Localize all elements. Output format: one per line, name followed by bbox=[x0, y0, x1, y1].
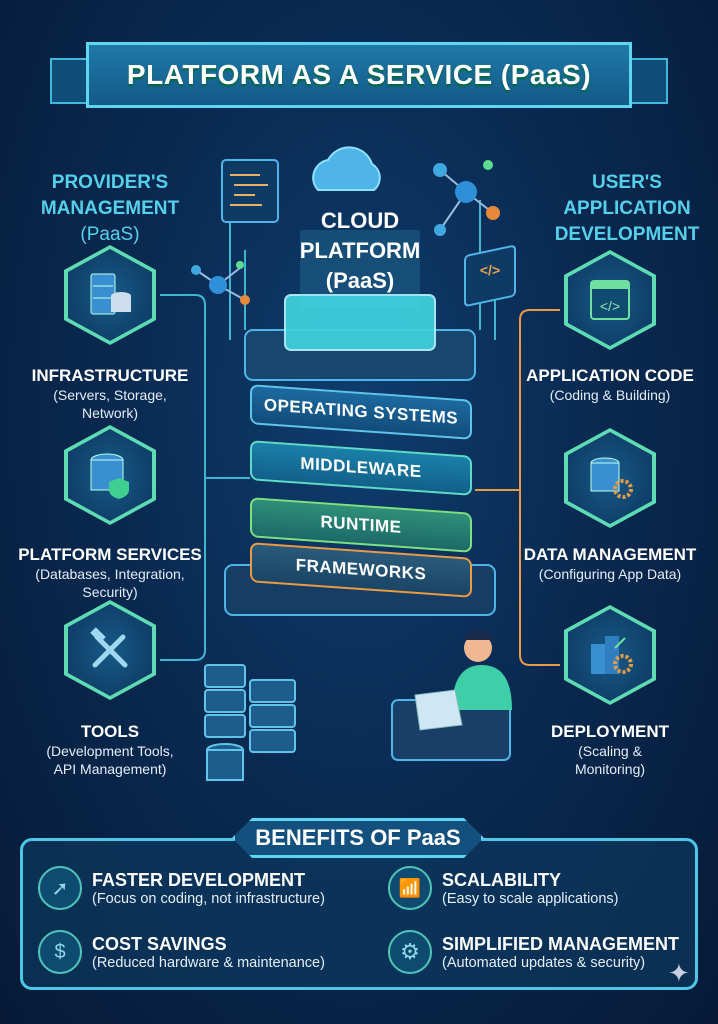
tools-item: TOOLS (Development Tools, API Management… bbox=[0, 722, 220, 778]
sparkle-icon: ✦ bbox=[668, 958, 690, 988]
user-header-line1: USER'S bbox=[592, 172, 662, 193]
provider-header: PROVIDER'S MANAGEMENT (PaaS) bbox=[10, 170, 210, 248]
user-header-line3: DEVELOPMENT bbox=[554, 224, 700, 245]
cloud-icon bbox=[312, 146, 381, 191]
data-management-item: DATA MANAGEMENT (Configuring App Data) bbox=[500, 545, 718, 583]
gear-shield-icon: ⚙ bbox=[388, 930, 432, 974]
benefits-panel bbox=[20, 838, 698, 990]
code-panel-icon bbox=[221, 159, 279, 223]
user-header: USER'S APPLICATION DEVELOPMENT bbox=[527, 170, 718, 248]
infrastructure-item: INFRASTRUCTURE (Servers, Storage, Networ… bbox=[0, 366, 220, 422]
developer-icon bbox=[391, 630, 512, 761]
item-desc: (Databases, Integration, bbox=[35, 566, 185, 582]
item-desc: (Development Tools, bbox=[46, 743, 174, 759]
benefit-scalability: 📶 SCALABILITY(Easy to scale applications… bbox=[388, 866, 619, 910]
item-desc: (Configuring App Data) bbox=[538, 566, 682, 582]
benefit-desc: (Easy to scale applications) bbox=[442, 890, 619, 907]
platform-services-item: PLATFORM SERVICES (Databases, Integratio… bbox=[0, 545, 220, 601]
provider-header-line1: PROVIDER'S bbox=[51, 172, 169, 193]
item-title: PLATFORM SERVICES bbox=[18, 545, 202, 564]
building-gear-icon bbox=[564, 605, 656, 705]
code-symbol: </> bbox=[479, 262, 501, 278]
benefit-desc: (Focus on coding, not infrastructure) bbox=[92, 890, 325, 907]
item-title: TOOLS bbox=[80, 722, 140, 741]
user-header-line2: APPLICATION bbox=[563, 198, 691, 219]
benefit-cost-savings: $ COST SAVINGS(Reduced hardware & mainte… bbox=[38, 930, 325, 974]
item-desc: Network) bbox=[81, 405, 138, 421]
center-title-line3: (PaaS) bbox=[325, 268, 395, 293]
item-desc: API Management) bbox=[53, 761, 167, 777]
page-title: PLATFORM AS A SERVICE (PaaS) bbox=[126, 59, 592, 90]
server-stack-icon bbox=[204, 664, 296, 781]
rocket-icon: ➚ bbox=[38, 866, 82, 910]
molecule-icon bbox=[433, 160, 500, 236]
benefit-title: COST SAVINGS bbox=[92, 933, 227, 954]
benefit-desc: (Automated updates & security) bbox=[442, 954, 646, 971]
svg-text:</>: </> bbox=[600, 298, 620, 314]
center-title-line1: CLOUD bbox=[320, 208, 400, 233]
provider-header-line2: MANAGEMENT bbox=[40, 198, 180, 219]
item-desc: (Coding & Building) bbox=[549, 387, 671, 403]
molecule-small-icon bbox=[191, 261, 250, 305]
benefit-title: SCALABILITY bbox=[442, 869, 561, 890]
provider-header-line3: (PaaS) bbox=[80, 224, 140, 245]
center-title-line2: PLATFORM bbox=[299, 238, 421, 263]
item-title: APPLICATION CODE bbox=[526, 366, 694, 385]
item-desc: (Scaling & bbox=[578, 743, 642, 759]
benefit-faster-development: ➚ FASTER DEVELOPMENT(Focus on coding, no… bbox=[38, 866, 325, 910]
deployment-item: DEPLOYMENT (Scaling & Monitoring) bbox=[500, 722, 718, 778]
application-code-item: APPLICATION CODE (Coding & Building) bbox=[500, 366, 718, 404]
title-banner: PLATFORM AS A SERVICE (PaaS) bbox=[86, 42, 632, 108]
benefit-desc: (Reduced hardware & maintenance) bbox=[92, 954, 325, 971]
dollar-hand-icon: $ bbox=[38, 930, 82, 974]
item-desc: Monitoring) bbox=[574, 761, 646, 777]
item-desc: Security) bbox=[82, 584, 138, 600]
growth-chart-icon: 📶 bbox=[388, 866, 432, 910]
benefit-title: FASTER DEVELOPMENT bbox=[92, 869, 306, 890]
item-title: DEPLOYMENT bbox=[550, 722, 670, 741]
benefit-title: SIMPLIFIED MANAGEMENT bbox=[442, 933, 679, 954]
item-desc: (Servers, Storage, bbox=[53, 387, 167, 403]
cloud-platform-title: CLOUD PLATFORM (PaaS) bbox=[280, 206, 440, 296]
item-title: INFRASTRUCTURE bbox=[31, 366, 189, 385]
benefit-simplified-management: ⚙ SIMPLIFIED MANAGEMENT(Automated update… bbox=[388, 930, 679, 974]
item-title: DATA MANAGEMENT bbox=[523, 545, 697, 564]
benefits-title: BENEFITS OF PaaS bbox=[255, 825, 461, 850]
wrench-hammer-icon bbox=[64, 600, 156, 700]
benefits-header: BENEFITS OF PaaS bbox=[232, 818, 484, 858]
